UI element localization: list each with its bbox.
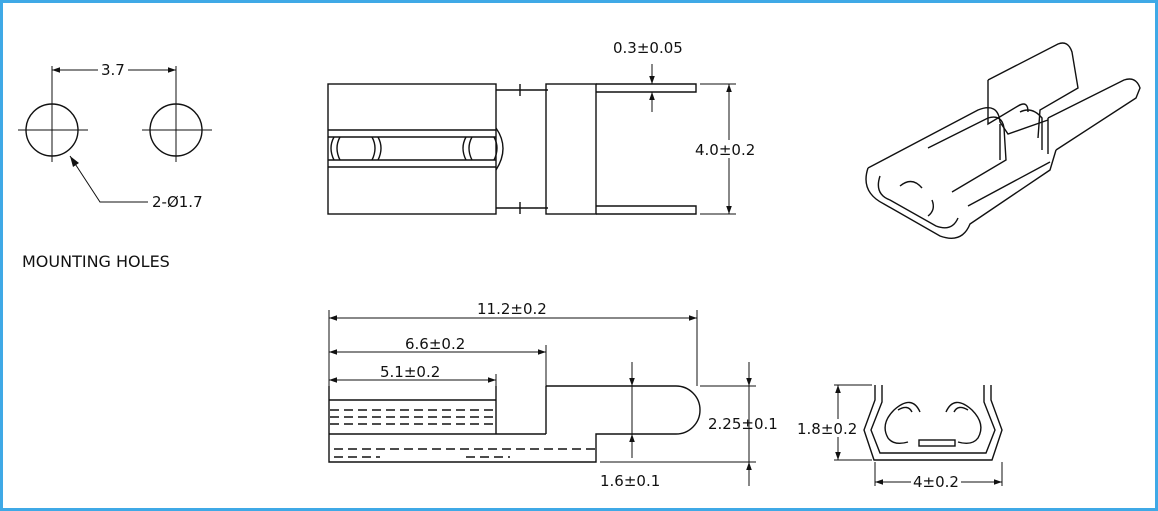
- hole-spacing-label: 3.7: [101, 61, 125, 79]
- side-view: 11.2±0.2 6.6±0.2 5.1±0.2 2.25±0.1 1.6±0.…: [328, 300, 778, 490]
- tab-height-label: 1.6±0.1: [600, 472, 660, 490]
- hole-diameter-label: 2-Ø1.7: [152, 193, 203, 211]
- end-view: 1.8±0.2 4±0.2: [796, 384, 1003, 491]
- grip-length-label: 5.1±0.2: [380, 363, 440, 381]
- top-view: 0.3±0.05 4.0±0.2: [327, 39, 763, 215]
- mounting-holes-caption: MOUNTING HOLES: [22, 252, 170, 271]
- mounting-holes-view: 3.7 2-Ø1.7 MOUNTING HOLES: [18, 60, 212, 271]
- end-height-label: 1.8±0.2: [797, 420, 857, 438]
- hole-diameter-leader: [69, 155, 148, 203]
- end-width-label: 4±0.2: [913, 473, 959, 491]
- width-label: 4.0±0.2: [695, 141, 755, 159]
- height-label: 2.25±0.1: [708, 415, 778, 433]
- thickness-label: 0.3±0.05: [613, 39, 683, 57]
- mid-length-label: 6.6±0.2: [405, 335, 465, 353]
- total-length-label: 11.2±0.2: [477, 300, 547, 318]
- isometric-view: [865, 42, 1141, 239]
